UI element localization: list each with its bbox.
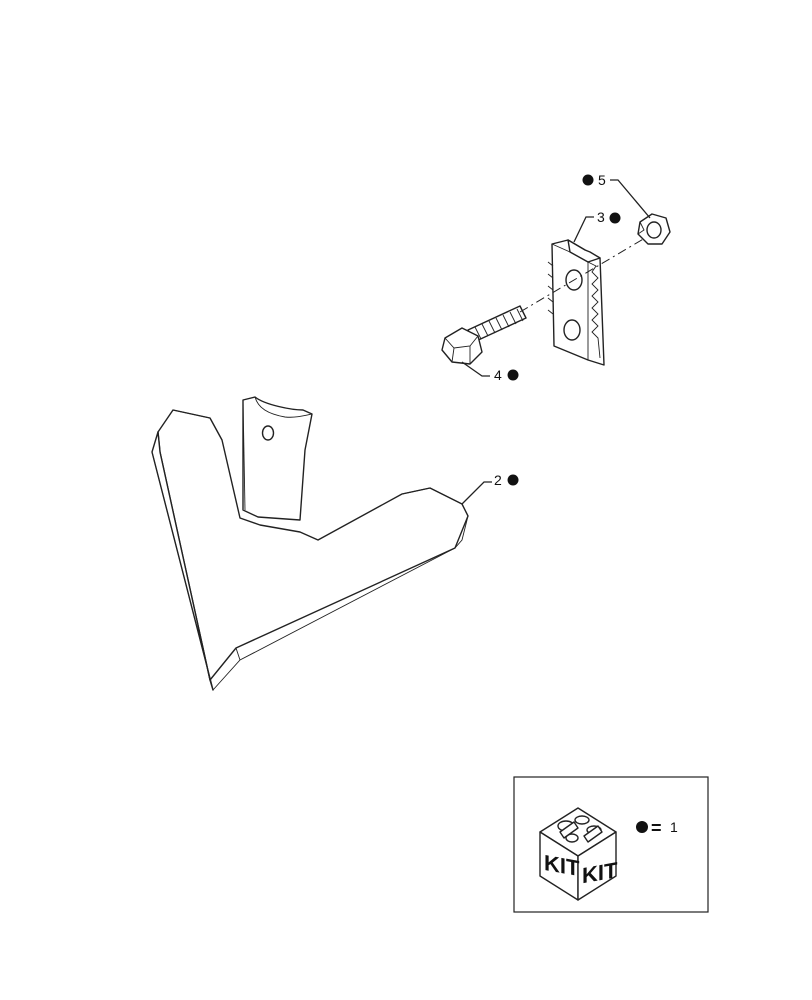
- kit-dot-icon: [636, 821, 648, 833]
- stem-bolt-hole: [261, 425, 275, 441]
- callout-4[interactable]: 4: [461, 361, 519, 383]
- part-bolt[interactable]: [441, 305, 527, 365]
- legend-equals-sign: =: [651, 818, 662, 838]
- callout-3-label: 3: [597, 209, 605, 225]
- nut-plate-hole-lower: [563, 319, 581, 341]
- kit-dot-icon: [507, 369, 519, 381]
- kit-dot-icon: [609, 212, 621, 224]
- callout-5-label: 5: [598, 172, 606, 188]
- kit-legend-box: KIT KIT = 1: [513, 776, 709, 913]
- callout-2[interactable]: 2: [461, 472, 519, 505]
- kit-box-icon: KIT KIT: [539, 807, 618, 901]
- callout-5[interactable]: 5: [582, 172, 651, 219]
- part-sweep-shovel[interactable]: [151, 396, 469, 691]
- part-nut-plate[interactable]: [547, 239, 605, 366]
- kit-dot-icon: [582, 174, 594, 186]
- part-hex-nut[interactable]: [637, 213, 671, 245]
- callout-2-label: 2: [494, 472, 502, 488]
- kit-dot-icon: [507, 474, 519, 486]
- assembly-axis-line: [519, 237, 646, 313]
- callout-3[interactable]: 3: [573, 209, 621, 243]
- hex-nut-bore: [646, 221, 662, 239]
- legend-kit-quantity: 1: [670, 819, 678, 835]
- callout-4-label: 4: [494, 367, 502, 383]
